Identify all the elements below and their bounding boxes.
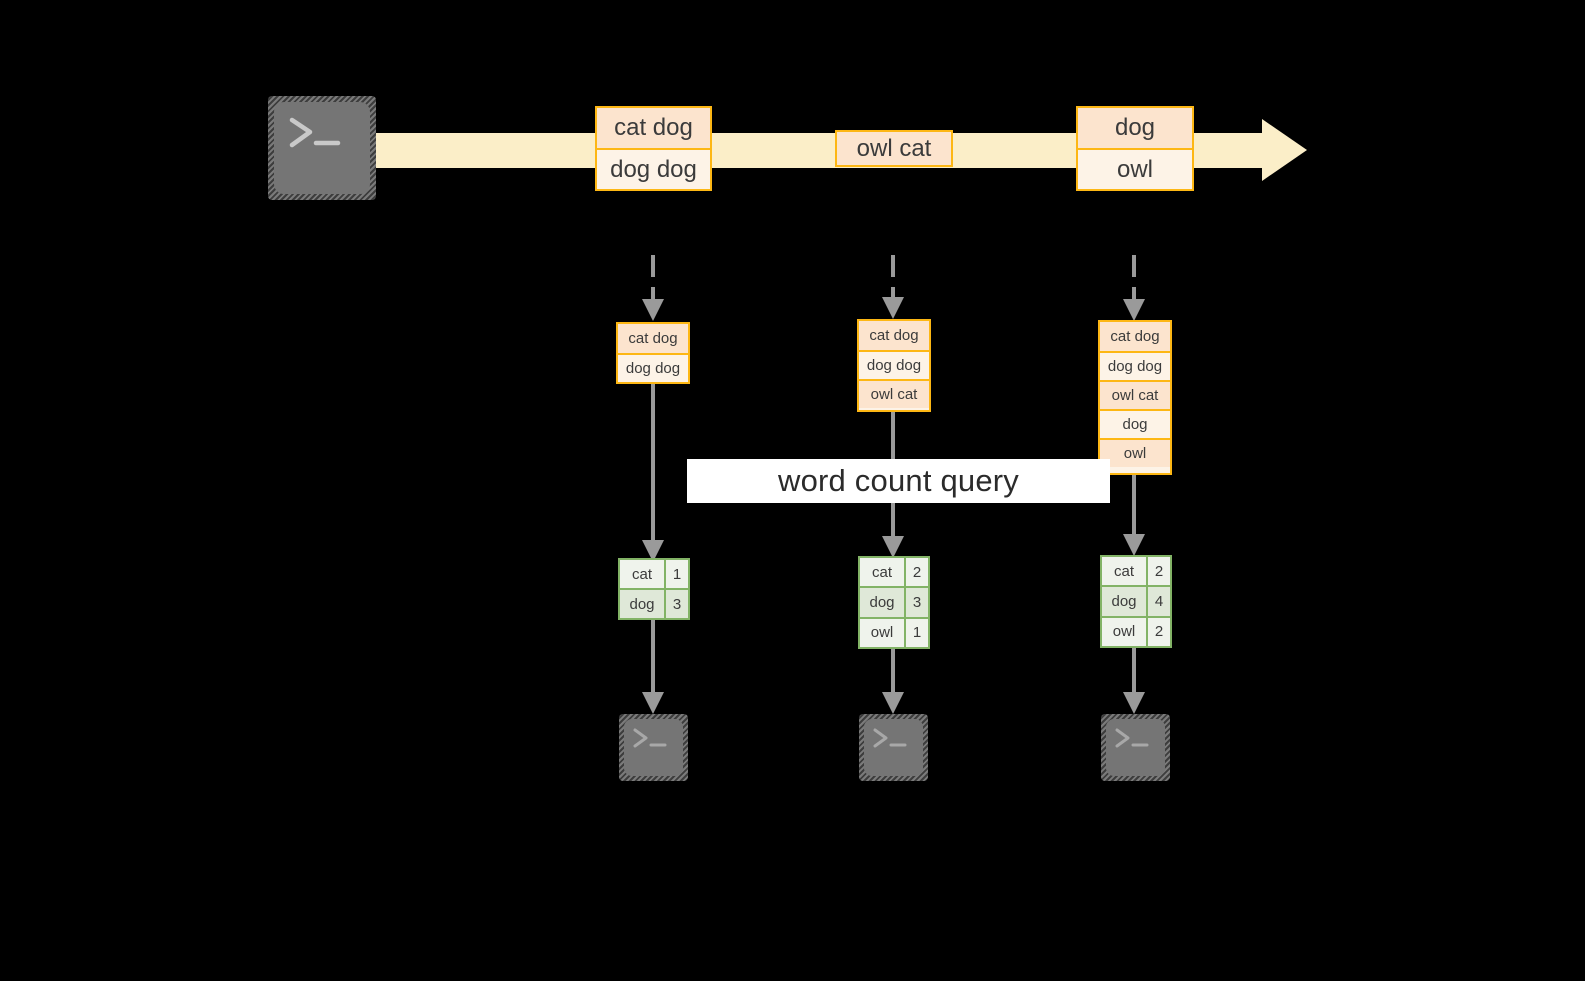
terminal-body: [864, 719, 923, 776]
arrow-result-to-sink-1: [633, 620, 673, 716]
result-word: owl: [860, 618, 904, 647]
log-line: owl cat: [1100, 380, 1170, 409]
table-row: dog 3: [620, 588, 688, 618]
terminal-prompt-glyph: [284, 114, 346, 154]
stream-message-line: owl cat: [837, 132, 951, 165]
sink-terminal-icon-3[interactable]: [1101, 714, 1170, 781]
table-row: owl 2: [1102, 615, 1170, 646]
sink-terminal-icon-2[interactable]: [859, 714, 928, 781]
result-count: 4: [1146, 587, 1170, 616]
arrow-result-to-sink-3: [1114, 648, 1154, 716]
result-table-1: cat 1 dog 3: [618, 558, 690, 620]
result-word: dog: [620, 590, 664, 618]
log-line: dog dog: [1100, 351, 1170, 380]
query-label-banner: word count query: [687, 459, 1110, 503]
terminal-body: [274, 102, 370, 194]
stream-message-2: owl cat: [835, 130, 953, 167]
log-line: dog dog: [859, 350, 929, 379]
stream-message-3: dog owl: [1076, 106, 1194, 191]
result-count: 2: [904, 558, 928, 587]
result-word: dog: [1102, 587, 1146, 616]
log-line: cat dog: [618, 324, 688, 353]
terminal-body: [624, 719, 683, 776]
stream-message-1: cat dog dog dog: [595, 106, 712, 191]
log-line: cat dog: [859, 321, 929, 350]
terminal-prompt-glyph: [630, 726, 670, 752]
result-count: 2: [1146, 557, 1170, 586]
dashed-arrow-to-log-2: [873, 255, 913, 321]
result-word: dog: [860, 588, 904, 617]
result-table-2: cat 2 dog 3 owl 1: [858, 556, 930, 649]
result-word: cat: [620, 560, 664, 588]
stream-message-line: owl: [1078, 148, 1192, 189]
table-row: dog 3: [860, 586, 928, 617]
terminal-prompt-glyph: [870, 726, 910, 752]
table-row: owl 1: [860, 616, 928, 647]
query-label-text: word count query: [778, 463, 1019, 498]
log-snapshot-3: cat dog dog dog owl cat dog owl: [1098, 320, 1172, 475]
log-line: dog dog: [618, 353, 688, 382]
result-count: 2: [1146, 617, 1170, 646]
arrow-log-to-result-3: [1114, 475, 1154, 558]
log-line: owl cat: [859, 379, 929, 408]
table-row: cat 2: [1102, 557, 1170, 586]
log-snapshot-1: cat dog dog dog: [616, 322, 690, 384]
log-line: cat dog: [1100, 322, 1170, 351]
dashed-arrow-to-log-1: [633, 255, 673, 323]
result-count: 1: [664, 560, 688, 588]
source-terminal-icon[interactable]: [268, 96, 376, 200]
log-snapshot-2: cat dog dog dog owl cat: [857, 319, 931, 412]
terminal-prompt-glyph: [1112, 726, 1152, 752]
table-row: cat 2: [860, 558, 928, 587]
stream-message-line: dog dog: [597, 148, 710, 189]
table-row: dog 4: [1102, 585, 1170, 616]
log-line: owl: [1100, 438, 1170, 467]
dashed-arrow-to-log-3: [1114, 255, 1154, 323]
result-word: owl: [1102, 617, 1146, 646]
log-line: dog: [1100, 409, 1170, 438]
result-word: cat: [860, 558, 904, 587]
result-table-3: cat 2 dog 4 owl 2: [1100, 555, 1172, 648]
result-count: 1: [904, 618, 928, 647]
arrow-log-to-result-1: [633, 384, 673, 564]
sink-terminal-icon-1[interactable]: [619, 714, 688, 781]
arrow-result-to-sink-2: [873, 649, 913, 716]
stream-message-line: cat dog: [597, 108, 710, 148]
result-count: 3: [904, 588, 928, 617]
table-row: cat 1: [620, 560, 688, 588]
stream-message-line: dog: [1078, 108, 1192, 148]
result-count: 3: [664, 590, 688, 618]
terminal-body: [1106, 719, 1165, 776]
stream-band-arrowhead: [1262, 119, 1307, 181]
result-word: cat: [1102, 557, 1146, 586]
